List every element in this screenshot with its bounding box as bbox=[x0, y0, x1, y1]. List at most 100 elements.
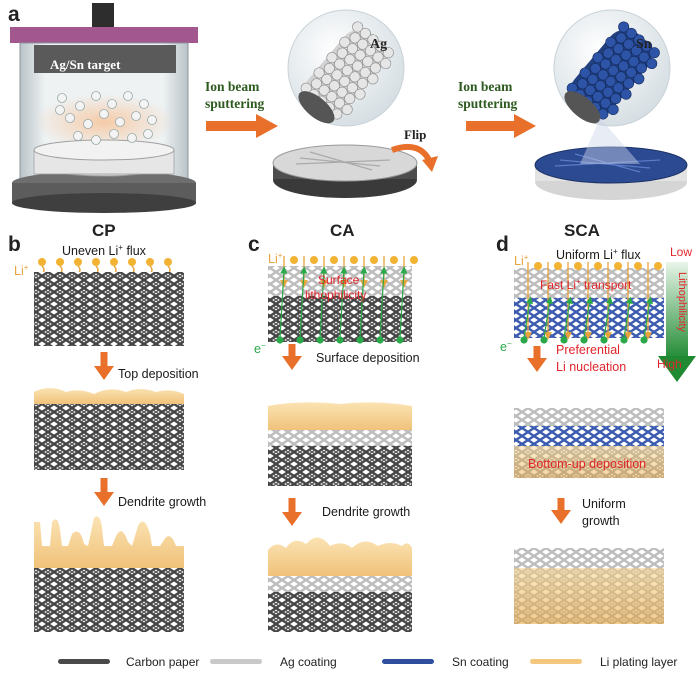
electron-dot bbox=[396, 336, 404, 344]
coating-bead bbox=[635, 62, 647, 74]
gradient-high: High bbox=[657, 357, 682, 371]
sca-step2-1: Uniform bbox=[582, 497, 626, 511]
step2-label-line1: Ion beam bbox=[458, 79, 513, 94]
li-ion-dot bbox=[92, 258, 100, 266]
lithophilicity-arrowhead bbox=[658, 356, 696, 382]
sputter-particle bbox=[83, 119, 93, 129]
coating-bead bbox=[607, 104, 619, 116]
electron-dot bbox=[620, 336, 628, 344]
cp-li-layer-1 bbox=[34, 388, 184, 404]
electron-arrow bbox=[603, 296, 613, 339]
cp-flux-label: Uneven Li+ flux bbox=[62, 243, 146, 259]
ca-carbon-3 bbox=[268, 592, 412, 632]
electron-dot bbox=[580, 336, 588, 344]
electron-arrow bbox=[643, 296, 653, 339]
li-ion-dot bbox=[350, 256, 358, 264]
ca-electron: e− bbox=[254, 341, 266, 357]
electron-arrow bbox=[279, 266, 288, 339]
li-ion-dot bbox=[614, 262, 622, 270]
coating-bead bbox=[620, 88, 632, 100]
sca-bottom-up: Bottom-up deposition bbox=[528, 457, 647, 471]
chamber-lid bbox=[10, 27, 198, 43]
electron-dot bbox=[296, 336, 304, 344]
ca-lithophilicity-2: lithophilicity bbox=[305, 288, 367, 302]
electron-arrow bbox=[339, 266, 348, 339]
li-ion-dot bbox=[634, 262, 642, 270]
target-plate bbox=[34, 45, 176, 73]
legend-sn-swatch bbox=[382, 659, 434, 664]
ca-lithophilicity-1: Surface bbox=[318, 273, 360, 287]
li-ion-dot bbox=[330, 256, 338, 264]
li-ion-dot bbox=[370, 256, 378, 264]
coating-bead bbox=[623, 77, 635, 89]
li-ion-dot bbox=[290, 256, 298, 264]
coating-bead bbox=[369, 62, 381, 74]
sputter-particle bbox=[73, 131, 83, 141]
sputter-particle bbox=[91, 91, 101, 101]
sca-ag-coating bbox=[514, 268, 664, 298]
sputter-particle bbox=[75, 101, 85, 111]
legend-carbon-swatch bbox=[58, 659, 110, 664]
electron-dot bbox=[600, 336, 608, 344]
ca-li-layer-1 bbox=[268, 402, 412, 430]
sca-sn-2 bbox=[514, 426, 664, 446]
li-ion-dot bbox=[128, 258, 136, 266]
sputter-particle bbox=[115, 117, 125, 127]
electron-dot bbox=[520, 336, 528, 344]
sputter-particle bbox=[109, 129, 119, 139]
chamber-knob bbox=[92, 3, 114, 29]
electron-dot bbox=[336, 336, 344, 344]
legend-li-swatch bbox=[530, 659, 582, 664]
sputter-particle bbox=[55, 105, 65, 115]
coating-bead bbox=[341, 104, 353, 116]
ca-title: CA bbox=[330, 221, 355, 240]
electron-dot bbox=[356, 336, 364, 344]
sn-fiber bbox=[564, 21, 660, 124]
ag-disk bbox=[272, 144, 418, 198]
electron-arrow bbox=[379, 266, 388, 339]
panel-b-letter: b bbox=[8, 233, 21, 256]
flip-label: Flip bbox=[404, 127, 427, 142]
electron-dot bbox=[640, 336, 648, 344]
electron-dot bbox=[540, 336, 548, 344]
gradient-axis-label: Lithophilicity bbox=[676, 272, 688, 332]
ca-step1: Surface deposition bbox=[316, 351, 420, 365]
sca-title: SCA bbox=[564, 221, 600, 240]
li-ion-dot bbox=[390, 256, 398, 264]
electron-arrow bbox=[543, 296, 553, 339]
panel-d-letter: d bbox=[496, 233, 509, 256]
sn-disk bbox=[534, 118, 688, 200]
li-ion-dot bbox=[554, 262, 562, 270]
lithophilicity-bar bbox=[666, 262, 688, 360]
li-ion-dot bbox=[410, 256, 418, 264]
cp-step2: Dendrite growth bbox=[118, 495, 207, 509]
cp-li-ion: Li+ bbox=[14, 263, 29, 279]
sputtering-chamber bbox=[10, 3, 198, 213]
ca-ag-coating-3 bbox=[268, 576, 412, 592]
li-ion-dot bbox=[310, 256, 318, 264]
sn-label: Sn bbox=[636, 37, 652, 52]
plasma-glow bbox=[34, 94, 174, 150]
ca-li-dendrites bbox=[268, 537, 412, 576]
coating-bead bbox=[633, 73, 645, 85]
ag-label: Ag bbox=[370, 37, 388, 52]
li-ion-dot bbox=[38, 258, 46, 266]
electron-dot bbox=[316, 336, 324, 344]
coating-bead bbox=[382, 47, 394, 59]
li-ion-dot bbox=[56, 258, 64, 266]
sputter-particle bbox=[143, 129, 153, 139]
li-ion-dot bbox=[146, 258, 154, 266]
electron-dot bbox=[560, 336, 568, 344]
coating-bead bbox=[610, 93, 622, 105]
cp-carbon-3 bbox=[34, 568, 184, 632]
sputter-particle bbox=[107, 99, 117, 109]
ca-carbon-2 bbox=[268, 446, 412, 486]
legend-li: Li plating layer bbox=[600, 655, 678, 669]
electron-arrow bbox=[563, 296, 573, 339]
ca-flux-arrows bbox=[276, 256, 418, 344]
sca-flux-arrows bbox=[520, 262, 662, 344]
electron-arrow bbox=[523, 296, 533, 339]
coating-bead bbox=[367, 73, 379, 85]
sputter-particle bbox=[123, 91, 133, 101]
